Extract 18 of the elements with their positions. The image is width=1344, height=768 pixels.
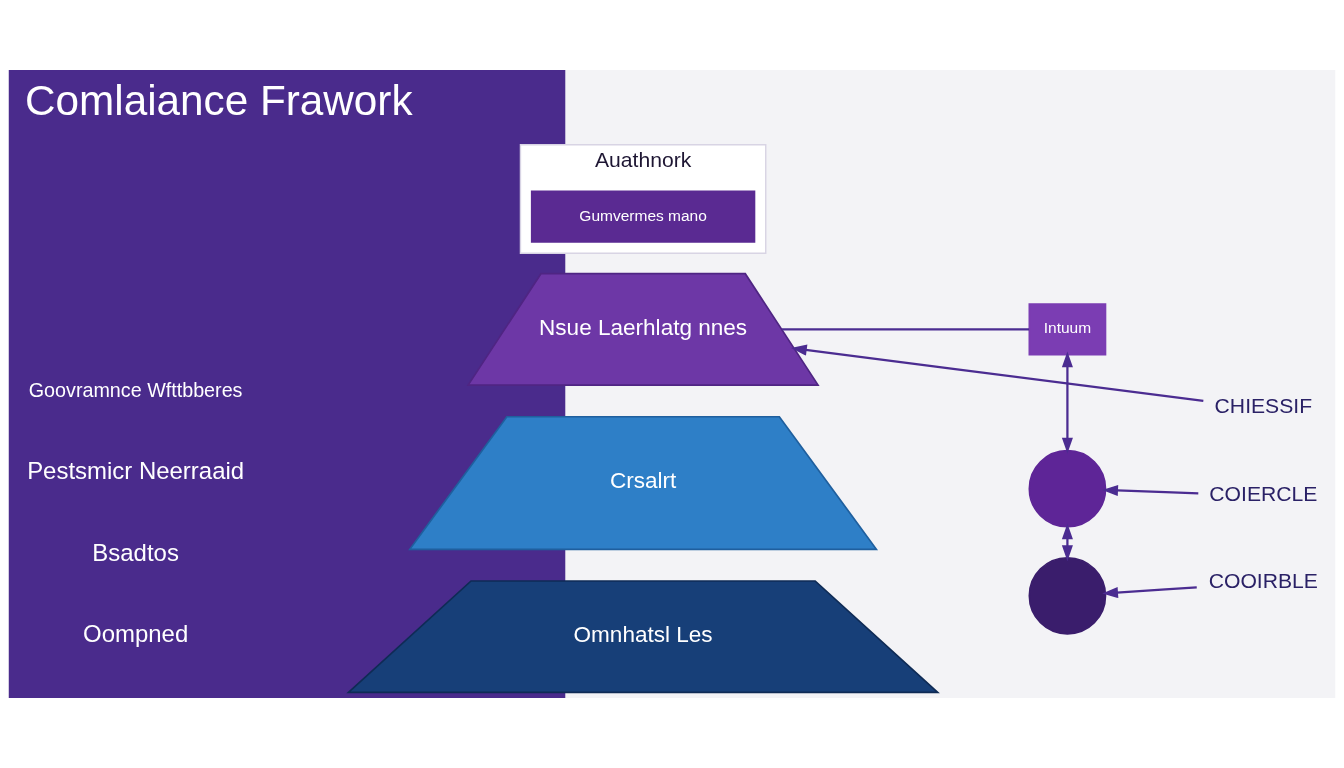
node-text: COOIRBLE bbox=[1208, 569, 1318, 593]
node-box: Intuum bbox=[1028, 303, 1107, 356]
arrow bbox=[790, 344, 1204, 402]
label: Goovramnce Wfttbberes bbox=[28, 378, 243, 401]
arrow bbox=[1061, 523, 1073, 562]
arrow bbox=[1061, 351, 1073, 454]
label: Oompned bbox=[83, 620, 189, 648]
node-circle bbox=[1028, 556, 1107, 635]
arrow bbox=[1102, 586, 1197, 599]
node-text: CHIESSIF bbox=[1214, 394, 1313, 418]
connector bbox=[781, 328, 1030, 331]
label: Pestsmicr Neerraaid bbox=[27, 456, 245, 484]
node-box: Gumvermes mano bbox=[530, 190, 756, 243]
diagram-title: Comlaiance Frawork bbox=[25, 77, 413, 125]
node-circle bbox=[1028, 449, 1107, 528]
label: Bsadtos bbox=[92, 538, 179, 566]
arrow bbox=[1102, 484, 1199, 496]
node-text: COIERCLE bbox=[1209, 481, 1318, 505]
